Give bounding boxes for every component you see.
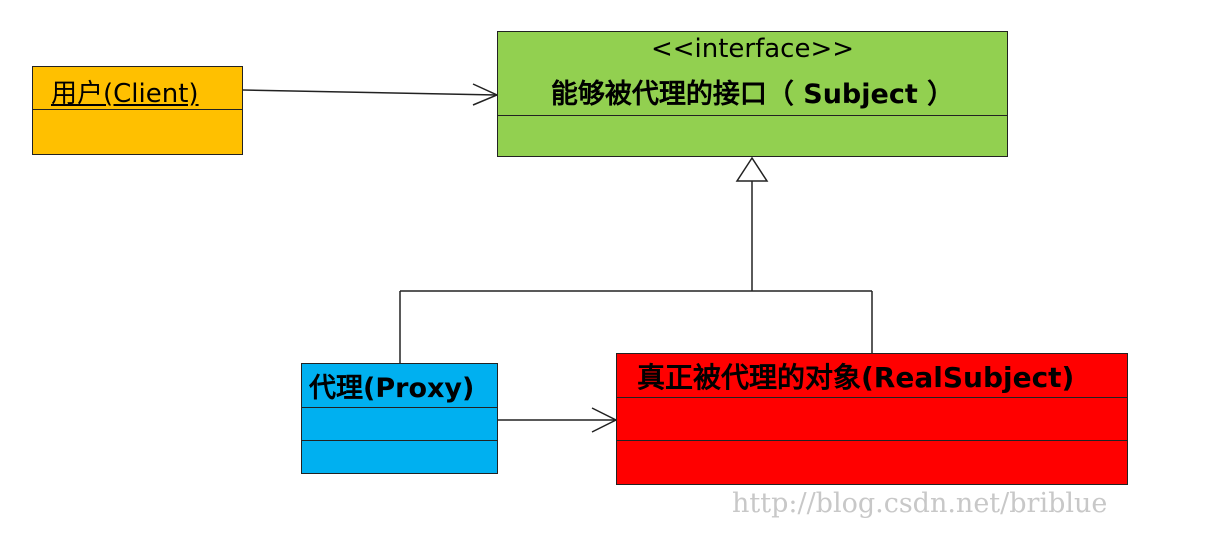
client-class-name: 用户(Client) [51,79,199,109]
client-to-subject-line [242,89,498,96]
proxy-class-name: 代理(Proxy) [309,373,475,404]
real-subject-divider-attributes [617,397,1127,398]
realization-triangle [735,156,769,182]
proxy-class-box: 代理(Proxy) [301,363,498,474]
subject-interface-name: 能够被代理的接口（ Subject ） [550,79,955,110]
proxy-divider-attributes [302,407,497,408]
real-subject-class-name: 真正被代理的对象(RealSubject) [637,361,1075,394]
proxy-divider-methods [302,440,497,441]
subject-divider [498,115,1007,116]
client-class-box: 用户(Client) [32,66,243,155]
watermark-url: http://blog.csdn.net/briblue [732,488,1108,519]
real-subject-divider-methods [617,440,1127,441]
client-divider [33,109,242,110]
interface-stereotype: <<interface>> [650,34,855,64]
real-subject-class-box: 真正被代理的对象(RealSubject) [616,353,1128,485]
subject-interface-box: <<interface>> 能够被代理的接口（ Subject ） [497,31,1008,157]
